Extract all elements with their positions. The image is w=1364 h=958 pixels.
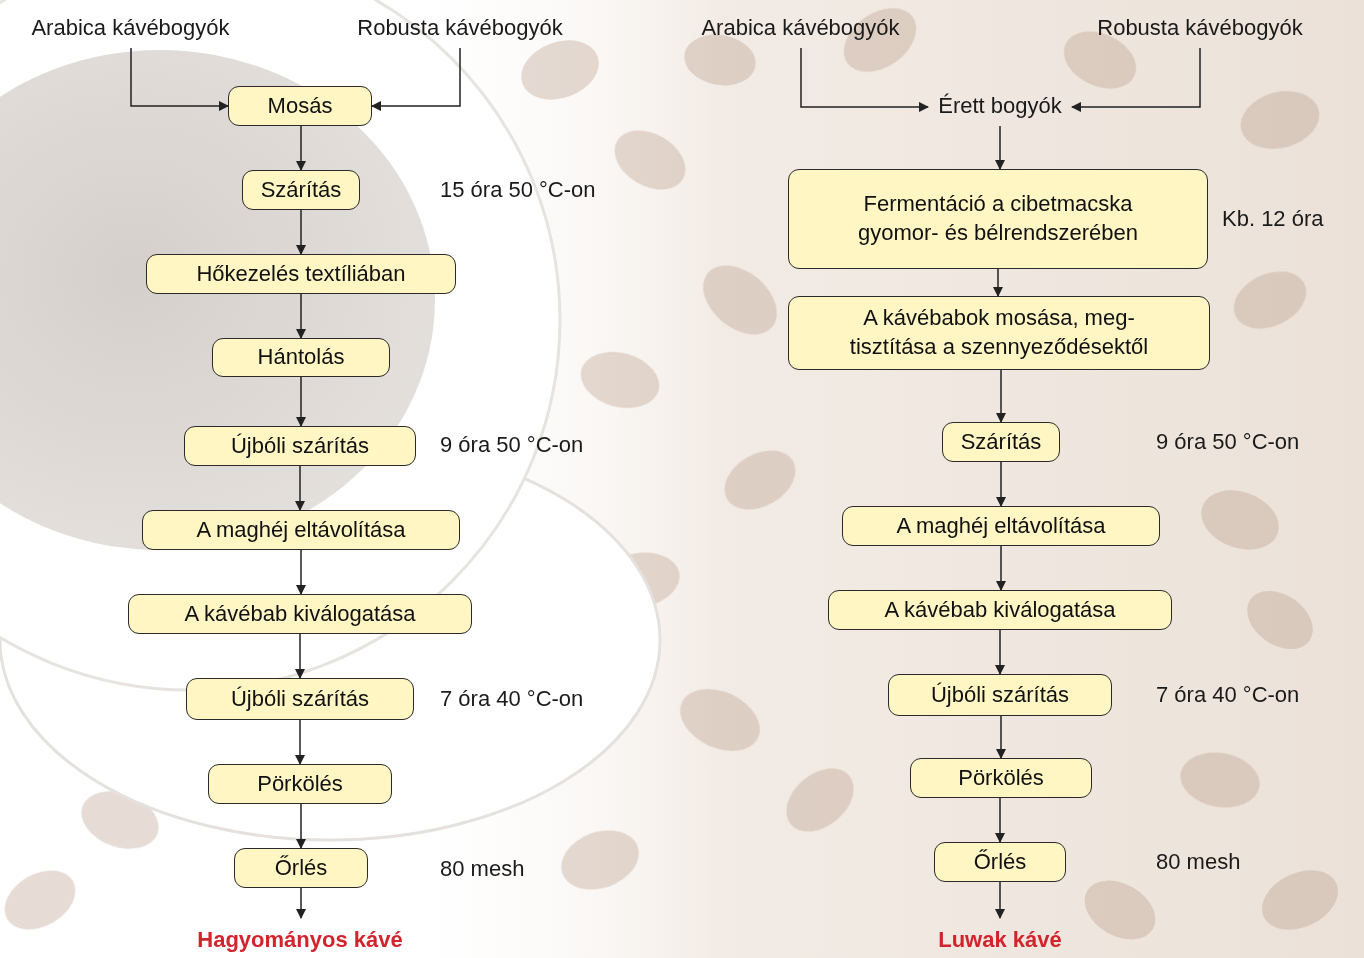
flow-arrow [1072,48,1200,107]
flow-arrow [1000,716,1002,758]
flow-arrow [299,720,301,764]
flow-arrow [999,630,1001,674]
flow-arrow [299,466,301,510]
process-box: A kávébab kiválogatása [128,594,472,634]
flow-arrow [300,294,302,338]
flow-arrow [300,377,302,426]
flow-arrow [300,126,302,170]
process-box: Szárítás [242,170,360,210]
process-box: Őrlés [934,842,1066,882]
product-title: Hagyományos kávé [197,926,403,955]
process-box: Újbóli szárítás [184,426,416,466]
flow-arrow [131,48,228,106]
flow-arrow [801,48,928,107]
process-parameter: 80 mesh [1156,849,1240,875]
flow-arrow [1000,370,1002,422]
process-parameter: 9 óra 50 °C-on [440,432,583,458]
node-text: A kávébab kiválogatása [884,596,1115,625]
process-parameter: Kb. 12 óra [1222,206,1324,232]
node-text: Újbóli szárítás [931,681,1069,710]
process-parameter: 7 óra 40 °C-on [1156,682,1299,708]
process-box: Szárítás [942,422,1060,462]
source-label: Arabica kávébogyók [29,14,232,43]
flow-arrow [299,634,301,678]
source-label: Arabica kávébogyók [699,14,902,43]
node-text: Robusta kávébogyók [1097,14,1302,43]
source-label: Robusta kávébogyók [1095,14,1305,43]
flow-arrow [300,550,302,594]
flow-arrow [999,798,1001,842]
process-box: Hőkezelés textíliában [146,254,456,294]
node-text: Fermentáció a cibetmacska gyomor- és bél… [824,190,1172,247]
node-text: Szárítás [961,428,1042,457]
flow-arrow [372,48,460,106]
process-box: Pörkölés [208,764,392,804]
node-text: Őrlés [974,848,1027,877]
node-text: Arabica kávébogyók [701,14,899,43]
node-text: Pörkölés [257,770,343,799]
node-text: Pörkölés [958,764,1044,793]
node-text: Hagyományos kávé [197,926,402,955]
node-text: A kávébabok mosása, meg- tisztítása a sz… [824,304,1174,361]
process-box: Mosás [228,86,372,126]
flow-arrow [997,269,999,296]
node-text: Újbóli szárítás [231,432,369,461]
node-text: A kávébab kiválogatása [184,600,415,629]
node-text: Érett bogyók [938,92,1062,121]
flow-arrow [999,882,1001,918]
node-text: Szárítás [261,176,342,205]
flow-arrow [1000,546,1002,590]
process-parameter: 15 óra 50 °C-on [440,177,596,203]
flow-arrow [300,210,302,254]
node-text: Hőkezelés textíliában [196,260,405,289]
flow-arrow [999,126,1001,169]
node-text: Arabica kávébogyók [31,14,229,43]
node-text: Újbóli szárítás [231,685,369,714]
product-title: Luwak kávé [938,926,1062,955]
node-text: Robusta kávébogyók [357,14,562,43]
intermediate-label: Érett bogyók [936,92,1064,121]
process-box: Újbóli szárítás [888,674,1112,716]
source-label: Robusta kávébogyók [355,14,565,43]
node-text: A maghéj eltávolítása [196,516,405,545]
flow-arrow [1000,462,1002,506]
flow-arrow [300,888,302,918]
process-box: A kávébabok mosása, meg- tisztítása a sz… [788,296,1210,370]
node-text: Hántolás [258,343,345,372]
process-parameter: 80 mesh [440,856,524,882]
process-box: Fermentáció a cibetmacska gyomor- és bél… [788,169,1208,269]
node-text: Luwak kávé [938,926,1062,955]
process-box: Őrlés [234,848,368,888]
process-box: Pörkölés [910,758,1092,798]
process-box: A maghéj eltávolítása [142,510,460,550]
flow-arrow [300,804,302,848]
process-box: A kávébab kiválogatása [828,590,1172,630]
process-box: Újbóli szárítás [186,678,414,720]
node-text: Őrlés [275,854,328,883]
coffee-cup [0,0,660,840]
process-parameter: 7 óra 40 °C-on [440,686,583,712]
process-box: A maghéj eltávolítása [842,506,1160,546]
node-text: A maghéj eltávolítása [896,512,1105,541]
process-parameter: 9 óra 50 °C-on [1156,429,1299,455]
process-box: Hántolás [212,338,390,377]
node-text: Mosás [268,92,333,121]
